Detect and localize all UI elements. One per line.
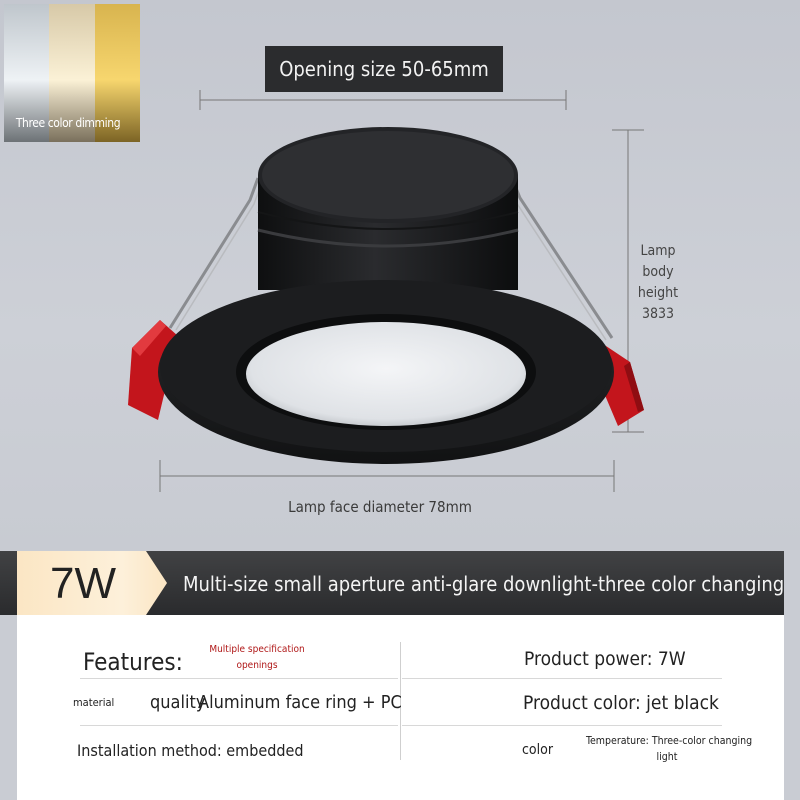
banner-title: Multi-size small aperture anti-glare dow… bbox=[183, 572, 785, 596]
features-note: Multiple specification openings bbox=[206, 642, 308, 674]
led-diffuser bbox=[246, 322, 526, 426]
material-value: Aluminum face ring + PC bbox=[198, 692, 402, 713]
warm-white-swatch bbox=[94, 4, 140, 142]
temperature-line-1: Temperature: Three-color changing bbox=[586, 735, 753, 747]
neutral-white-swatch bbox=[49, 4, 95, 142]
installation-method: Installation method: embedded bbox=[77, 741, 304, 760]
body-height-line-4: 3833 bbox=[641, 306, 675, 322]
specs-divider bbox=[400, 642, 401, 760]
lamp-body bbox=[257, 127, 519, 290]
body-height-label: Lamp body height 3833 bbox=[628, 241, 688, 325]
product-color: Product color: jet black bbox=[523, 692, 719, 714]
diameter-dimension-line bbox=[159, 460, 615, 492]
three-color-swatch bbox=[4, 4, 140, 142]
power-tag bbox=[17, 551, 167, 615]
temperature-line-2: light bbox=[656, 751, 678, 763]
downlight-illustration bbox=[128, 90, 644, 492]
power-value: 7W bbox=[50, 559, 116, 608]
features-note-line-2: openings bbox=[236, 660, 278, 671]
body-height-line-2: body bbox=[642, 264, 674, 280]
quality-label: quality bbox=[150, 692, 206, 713]
cool-white-swatch bbox=[4, 4, 50, 142]
row-divider bbox=[80, 678, 398, 679]
swatch-label: Three color dimming bbox=[15, 116, 121, 130]
body-height-line-3: height bbox=[637, 285, 679, 301]
opening-size-label: Opening size 50-65mm bbox=[265, 46, 503, 92]
row-divider bbox=[402, 678, 722, 679]
clip-left bbox=[128, 320, 178, 420]
features-label: Features: bbox=[83, 648, 183, 676]
material-small-label: material bbox=[73, 696, 115, 709]
features-note-line-1: Multiple specification bbox=[209, 644, 305, 655]
body-height-line-1: Lamp bbox=[640, 243, 676, 259]
temperature-info: Temperature: Three-color changing light bbox=[586, 733, 753, 765]
row-divider bbox=[402, 725, 722, 726]
color-label: color bbox=[522, 742, 554, 758]
row-divider bbox=[80, 725, 398, 726]
product-power: Product power: 7W bbox=[524, 648, 686, 670]
opening-dimension-line bbox=[199, 90, 567, 110]
face-diameter-label: Lamp face diameter 78mm bbox=[288, 498, 472, 516]
